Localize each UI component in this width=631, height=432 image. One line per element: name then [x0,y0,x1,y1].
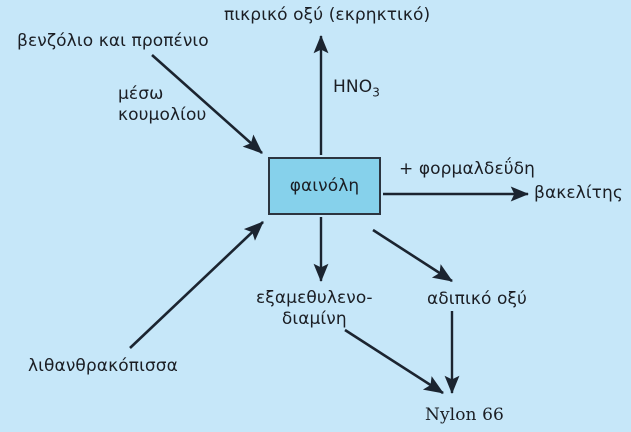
label-formaldehyde: + φορμαλδεΰδη [399,159,536,179]
label-benzene-and-propene: βενζόλιο και προπένιο [17,31,209,51]
edge-coaltar-to-phenol [129,221,264,349]
label-nitric-acid: HNO3 [333,77,380,98]
label-adipic-acid: αδιπικό οξύ [427,289,527,309]
label-picric-acid: πικρικό οξύ (εκρηκτικό) [224,5,431,25]
label-via-cumene-line1: μέσω [118,84,164,104]
label-bakelite: βακελίτης [534,183,623,203]
label-via-cumene-line2: κουμολίου [118,104,207,125]
phenol-node-box: φαινόλη [268,157,381,215]
label-nitric-acid-subscript: 3 [372,85,380,100]
label-hexamethylenediamine-line2: διαμίνη [281,308,347,329]
label-hexamethylenediamine-line1: εξαμεθυλενο- [256,288,373,308]
edge-benzene-to-phenol [151,54,263,154]
label-coal-tar: λιθανθρακόπισσα [28,356,178,376]
edge-phenol-to-adipic [372,228,453,283]
edge-hexamethylenediamine-to-nylon [344,328,444,395]
label-phenol: φαινόλη [289,175,360,196]
label-nylon-66: Nylon 66 [425,405,504,425]
label-nitric-acid-formula: HNO [333,77,373,97]
label-hexamethylenediamine: εξαμεθυλενο-διαμίνη [256,288,373,329]
